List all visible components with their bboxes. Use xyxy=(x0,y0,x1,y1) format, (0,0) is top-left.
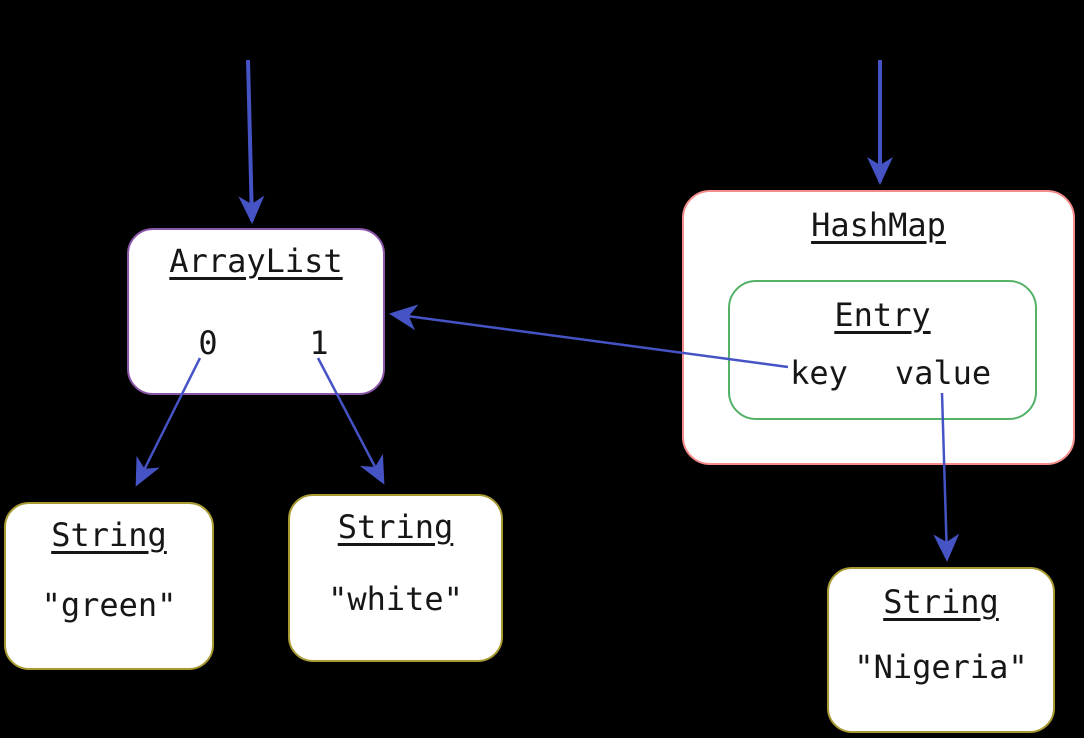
node-string-nigeria: String "Nigeria" xyxy=(827,567,1055,733)
node-string-white: String "white" xyxy=(288,494,503,662)
entry-title: Entry xyxy=(834,296,931,334)
entry-field-value: value xyxy=(894,354,992,392)
arraylist-index-0: 0 xyxy=(198,324,218,362)
arraylist-index-1: 1 xyxy=(309,324,329,362)
arrow-into-arraylist-top xyxy=(238,59,265,224)
entry-field-key: key xyxy=(790,354,848,392)
string-white-value: "white" xyxy=(328,580,463,618)
string-nigeria-title: String xyxy=(883,583,999,621)
string-white-title: String xyxy=(337,508,454,546)
string-nigeria-value: "Nigeria" xyxy=(854,648,1028,686)
node-arraylist: ArrayList 0 1 xyxy=(127,228,385,395)
node-string-green: String "green" xyxy=(4,502,214,670)
string-green-value: "green" xyxy=(41,586,177,624)
node-entry: Entry key value xyxy=(728,280,1037,420)
arraylist-title: ArrayList xyxy=(169,242,343,280)
hashmap-title: HashMap xyxy=(811,206,946,244)
string-green-title: String xyxy=(51,516,167,554)
node-hashmap: HashMap Entry key value xyxy=(682,190,1075,465)
